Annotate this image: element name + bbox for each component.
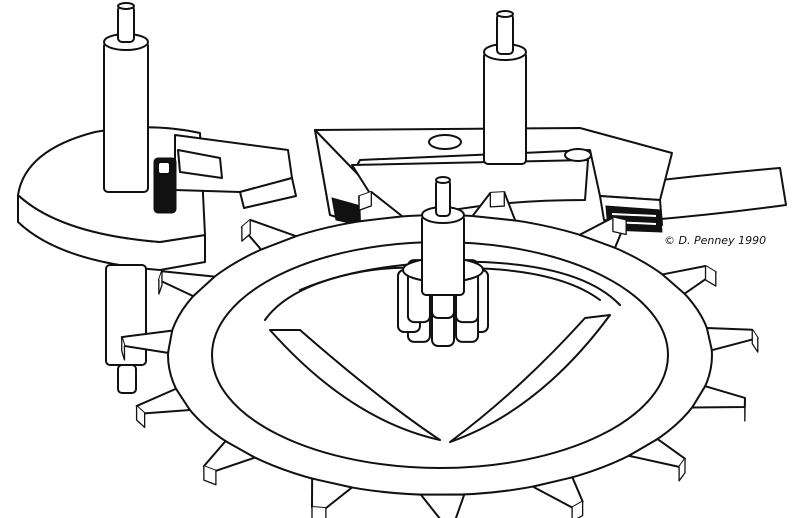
screw-left [428, 134, 462, 150]
pallet-lower-arbor [105, 264, 147, 394]
escape-wheel-tooth-face [311, 506, 327, 518]
escape-wheel-tooth-face [358, 191, 372, 211]
escape-wheel-tooth [705, 326, 759, 352]
wheel-arbor [421, 176, 465, 296]
escape-wheel-tooth-face [751, 329, 759, 353]
escape-wheel-tooth-face [158, 270, 163, 295]
pallet-fork [17, 126, 297, 271]
escape-wheel-teeth [120, 190, 759, 518]
escape-wheel-tooth-face [241, 219, 251, 242]
screw-right [564, 148, 592, 162]
pallet-upper-arbor [103, 2, 149, 193]
bridge-arbor [483, 10, 527, 165]
escape-wheel-tooth-face [704, 265, 717, 287]
escape-wheel-tooth [419, 493, 466, 518]
escape-wheel [167, 214, 713, 496]
escape-wheel-tooth-face [203, 465, 217, 486]
escape-wheel-tooth-face [489, 191, 505, 208]
copyright-signature: © D. Penney 1990 [664, 234, 766, 247]
escape-wheel-tooth-face [135, 405, 146, 429]
escape-wheel-tooth-face [121, 336, 126, 361]
escape-wheel-tooth-face [571, 500, 584, 518]
escape-wheel-tooth-face [678, 458, 686, 482]
escape-wheel-tooth-face [612, 216, 627, 236]
